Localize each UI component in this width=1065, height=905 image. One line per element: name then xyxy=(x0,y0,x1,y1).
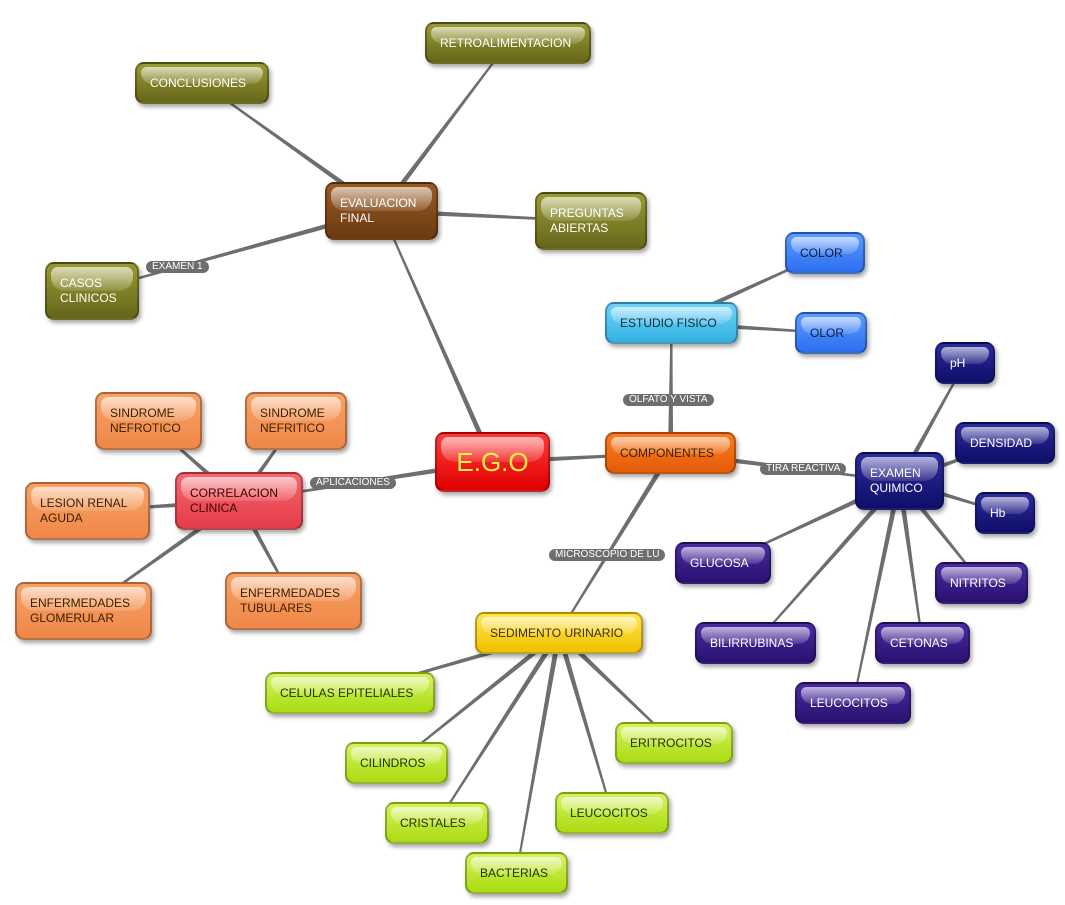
node-sindrome-nefrotico[interactable]: SINDROME NEFROTICO xyxy=(95,392,202,450)
node-evaluacion-final[interactable]: EVALUACION FINAL xyxy=(325,182,438,240)
edge-label-tira-reactiva: TIRA REACTIVA xyxy=(760,463,847,475)
node-ego-root[interactable]: E.G.O xyxy=(435,432,550,492)
node-leucocitos-quimico[interactable]: LEUCOCITOS xyxy=(795,682,911,724)
node-bilirrubinas[interactable]: BILIRRUBINAS xyxy=(695,622,816,664)
edge-label-examen-1: EXAMEN 1 xyxy=(146,261,209,273)
link-examen_quimico-cetonas xyxy=(896,480,924,644)
node-cilindros[interactable]: CILINDROS xyxy=(345,742,448,784)
node-correlacion-clinica[interactable]: CORRELACION CLINICA xyxy=(175,472,303,530)
node-estudio-fisico[interactable]: ESTUDIO FISICO xyxy=(605,302,738,344)
node-densidad[interactable]: DENSIDAD xyxy=(955,422,1055,464)
link-sedimento_urinario-bacterias xyxy=(515,632,562,874)
link-examen_quimico-bilirrubinas xyxy=(754,479,902,644)
node-sindrome-nefritico[interactable]: SINDROME NEFRITICO xyxy=(245,392,347,450)
link-sedimento_urinario-eritrocitos xyxy=(557,631,675,744)
node-cetonas[interactable]: CETONAS xyxy=(875,622,970,664)
link-evaluacion_final-retroalimentacion xyxy=(379,42,509,213)
node-enfermedades-tubulares[interactable]: ENFERMEDADES TUBULARES xyxy=(225,572,362,630)
link-sedimento_urinario-cilindros xyxy=(395,630,561,764)
node-preguntas-abiertas[interactable]: PREGUNTAS ABIERTAS xyxy=(535,192,647,250)
edge-label-aplicaciones: APLICACIONES xyxy=(310,477,396,489)
node-lesion-renal-aguda[interactable]: LESION RENAL AGUDA xyxy=(25,482,150,540)
node-eritrocitos[interactable]: ERITROCITOS xyxy=(615,722,733,764)
node-hb[interactable]: Hb xyxy=(975,492,1035,534)
node-cristales[interactable]: CRISTALES xyxy=(385,802,489,844)
link-evaluacion_final-conclusiones xyxy=(201,82,384,214)
edge-label-olfato-y-vista: OLFATO Y VISTA xyxy=(623,394,714,406)
node-casos-clinicos[interactable]: CASOS CLINICOS xyxy=(45,262,139,320)
node-olor[interactable]: OLOR xyxy=(795,312,867,354)
node-nitritos[interactable]: NITRITOS xyxy=(935,562,1028,604)
node-celulas-epiteliales[interactable]: CELULAS EPITELIALES xyxy=(265,672,435,714)
node-bacterias[interactable]: BACTERIAS xyxy=(465,852,568,894)
link-sedimento_urinario-cristales xyxy=(436,631,562,824)
link-componentes-sedimento_urinario xyxy=(558,451,673,634)
node-leucocitos-sedimento[interactable]: LEUCOCITOS xyxy=(555,792,669,834)
node-enfermedades-glomerular[interactable]: ENFERMEDADES GLOMERULAR xyxy=(15,582,152,640)
node-retroalimentacion[interactable]: RETROALIMENTACION xyxy=(425,22,591,64)
node-examen-quimico[interactable]: EXAMEN QUIMICO xyxy=(855,452,944,510)
node-color[interactable]: COLOR xyxy=(785,232,865,274)
node-sedimento-urinario[interactable]: SEDIMENTO URINARIO xyxy=(475,612,643,654)
link-sedimento_urinario-leucocitos_sedimento xyxy=(556,632,613,814)
link-examen_quimico-leucocitos_quimico xyxy=(852,480,903,704)
link-ego-evaluacion_final xyxy=(380,210,495,464)
node-componentes[interactable]: COMPONENTES xyxy=(605,432,736,474)
node-glucosa[interactable]: GLUCOSA xyxy=(675,542,771,584)
edge-label-microscopio: MICROSCOPIO DE LU xyxy=(549,549,666,561)
node-conclusiones[interactable]: CONCLUSIONES xyxy=(135,62,269,104)
node-ph[interactable]: pH xyxy=(935,342,995,384)
link-componentes-estudio_fisico xyxy=(667,322,674,454)
